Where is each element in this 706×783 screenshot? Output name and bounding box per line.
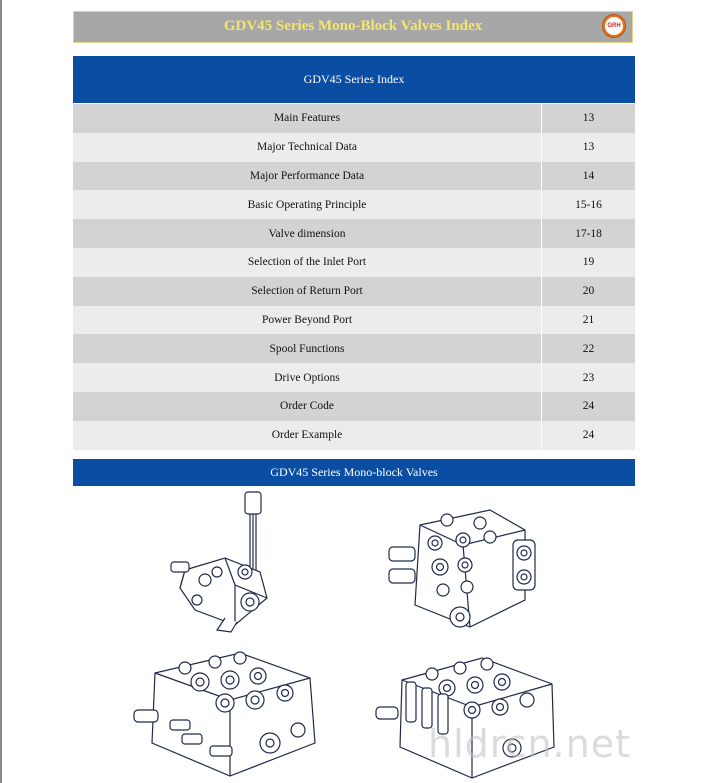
index-row: Basic Operating Principle 15-16	[73, 190, 635, 220]
index-entry-name: Selection of the Inlet Port	[73, 247, 542, 277]
index-entry-page: 20	[582, 285, 595, 298]
index-heading: GDV45 Series Index	[73, 56, 635, 103]
index-entry-page: 24	[582, 400, 595, 413]
index-row: Valve dimension 17-18	[73, 219, 635, 248]
page-title: GDV45 Series Mono-Block Valves Index	[223, 18, 483, 34]
index-entry-name: Order Example	[73, 420, 542, 450]
index-entry-name: Selection of Return Port	[73, 276, 542, 306]
index-entry-name: Valve dimension	[73, 219, 542, 248]
section-heading: GDV45 Series Mono-block Valves	[73, 459, 635, 486]
index-row: Drive Options 23	[73, 363, 635, 392]
index-row: Major Performance Data 14	[73, 161, 635, 191]
index-entry-page: 21	[582, 313, 595, 326]
index-entry-name: Spool Functions	[73, 334, 542, 364]
index-entry-page: 15-16	[575, 198, 602, 211]
index-entry-page: 17-18	[575, 227, 602, 240]
index-entry-page: 23	[582, 371, 595, 384]
index-row: Order Example 24	[73, 420, 635, 450]
page-edge	[0, 0, 2, 783]
index-entry-page: 24	[582, 429, 595, 442]
index-entry-name: Drive Options	[73, 363, 542, 392]
index-row: Selection of Return Port 20	[73, 276, 635, 306]
index-row: Selection of the Inlet Port 19	[73, 247, 635, 277]
index-row: Order Code 24	[73, 391, 635, 421]
valve-illustration-block-top	[388, 509, 536, 628]
watermark: hldrcn.net	[428, 722, 631, 766]
logo-text: GRH	[605, 17, 623, 35]
index-entry-name: Basic Operating Principle	[73, 190, 542, 220]
index-row: Main Features 13	[73, 104, 635, 133]
index-entry-name: Power Beyond Port	[73, 305, 542, 335]
index-entry-name: Main Features	[73, 104, 542, 133]
index-entry-page: 13	[582, 112, 595, 125]
valve-illustration-multi-block	[133, 651, 316, 777]
index-entry-name: Order Code	[73, 391, 542, 421]
index-row: Power Beyond Port 21	[73, 305, 635, 335]
page-title-bar: GDV45 Series Mono-Block Valves Index GRH	[73, 11, 633, 43]
index-row: Spool Functions 22	[73, 334, 635, 364]
valve-illustration-multi-lever	[375, 657, 555, 779]
grh-logo: GRH	[602, 14, 626, 38]
index-entry-name: Major Performance Data	[73, 161, 542, 191]
index-entry-page: 14	[582, 169, 595, 182]
index-row: Major Technical Data 13	[73, 132, 635, 162]
index-entry-page: 13	[582, 141, 595, 154]
index-entry-name: Major Technical Data	[73, 132, 542, 162]
index-entry-page: 22	[582, 342, 595, 355]
index-entry-page: 19	[582, 256, 595, 269]
valve-illustration-single-lever	[170, 491, 268, 633]
